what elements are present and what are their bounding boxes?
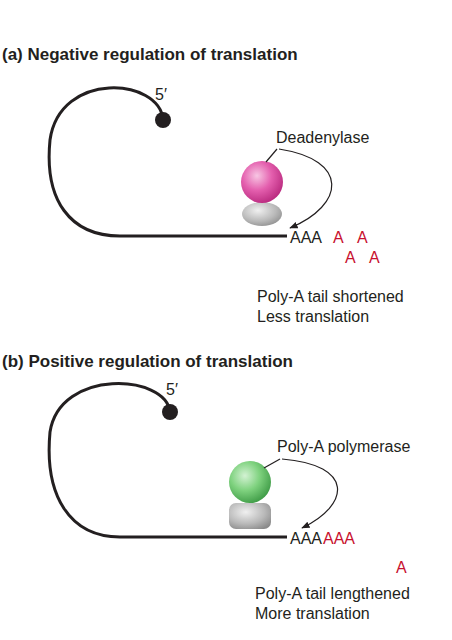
poly-a-tail: AAA <box>290 228 322 247</box>
poly-a-tail: AAA <box>290 529 322 548</box>
binding-protein <box>242 202 282 226</box>
cap <box>162 404 178 420</box>
result-note: Poly-A tail shortened <box>257 287 404 306</box>
enzyme-label: Poly-A polymerase <box>277 437 410 456</box>
leader-line <box>266 149 277 162</box>
binding-protein <box>229 503 271 529</box>
mrna-strand <box>49 384 287 537</box>
removed-adenine: A <box>357 228 368 247</box>
removed-adenine: A <box>345 248 356 267</box>
result-note: Less translation <box>257 307 369 326</box>
removed-adenine: A <box>333 228 344 247</box>
action-arrow <box>282 459 338 528</box>
cap <box>155 112 171 128</box>
panel-title: (b) Positive regulation of translation <box>2 352 293 371</box>
leader-line <box>264 459 280 468</box>
action-arrow <box>279 149 332 228</box>
end-label: 5′ <box>155 85 167 104</box>
panel-title: (a) Negative regulation of translation <box>2 45 298 64</box>
added-adenine: A <box>396 558 407 577</box>
deadenylase-enzyme <box>241 161 283 203</box>
mrna-strand <box>49 88 287 236</box>
enzyme-label: Deadenylase <box>276 128 369 147</box>
result-note: Poly-A tail lengthened <box>255 584 410 603</box>
result-note: More translation <box>255 604 370 623</box>
end-label: 5′ <box>166 380 178 399</box>
removed-adenine: A <box>369 248 380 267</box>
added-adenines: AAA <box>323 529 355 548</box>
